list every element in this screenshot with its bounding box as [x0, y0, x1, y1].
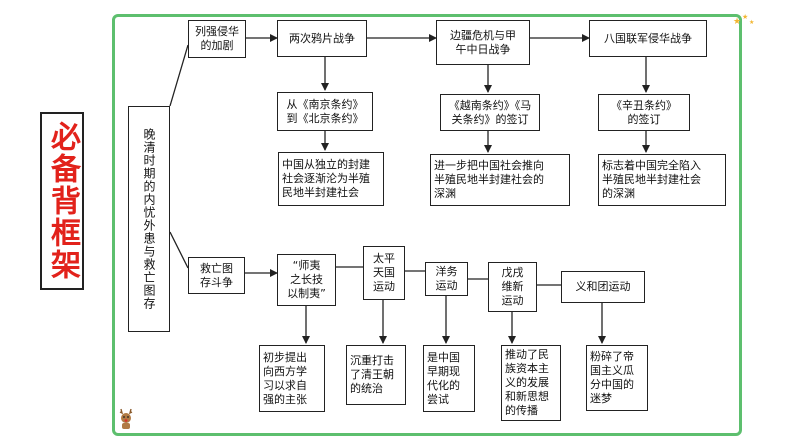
node-treaty3: 《辛丑条约》 的签订: [598, 94, 690, 131]
node-result1: 中国从独立的封建 社会逐渐沦为半殖 民地半封建社会: [278, 152, 384, 206]
node-westernization: 洋务 运动: [425, 262, 468, 296]
node-treaty1: 从《南京条约》 到《北京条约》: [277, 92, 373, 131]
node-effect4: 推动了民 族资本主 义的发展 和新思想 的传播: [501, 345, 561, 421]
side-title-box: 必备背框架: [40, 112, 84, 290]
node-border: 边疆危机与甲 午中日战争: [436, 20, 530, 65]
link-main-invasion: [169, 44, 189, 107]
side-title: 必备背框架: [45, 121, 80, 281]
node-effect1: 初步提出 向西方学 习以求自 强的主张: [259, 345, 325, 412]
node-main: 晚清时期的内忧外患与救亡图存: [128, 106, 170, 332]
node-save: 救亡图 存斗争: [188, 257, 245, 294]
star-icon: ★: [749, 19, 755, 26]
node-effect2: 沉重打击 了清王朝 的统治: [346, 345, 406, 405]
link-main-save: [169, 231, 189, 269]
node-learn: “师夷 之长技 以制夷”: [277, 254, 336, 306]
star-icon: ★: [733, 17, 742, 27]
node-taiping: 太平 天国 运动: [363, 246, 405, 300]
node-eight: 八国联军侵华战争: [589, 20, 707, 57]
reindeer-icon: [119, 408, 133, 429]
star-icon: ★: [742, 13, 749, 21]
node-result2: 进一步把中国社会推向 半殖民地半封建社会的 深渊: [430, 154, 570, 206]
node-opium: 两次鸦片战争: [277, 20, 367, 57]
node-boxer: 义和团运动: [561, 271, 645, 303]
node-invasion: 列强侵华 的加剧: [188, 20, 246, 58]
node-reform: 戊戌 维新 运动: [488, 262, 537, 312]
node-effect5: 粉碎了帝 国主义瓜 分中国的 迷梦: [586, 345, 648, 411]
node-effect3: 是中国 早期现 代化的 尝试: [423, 345, 475, 412]
node-treaty2: 《越南条约》《马 关条约》的签订: [440, 94, 540, 131]
node-result3: 标志着中国完全陷入 半殖民地半封建社会 的深渊: [598, 154, 726, 206]
